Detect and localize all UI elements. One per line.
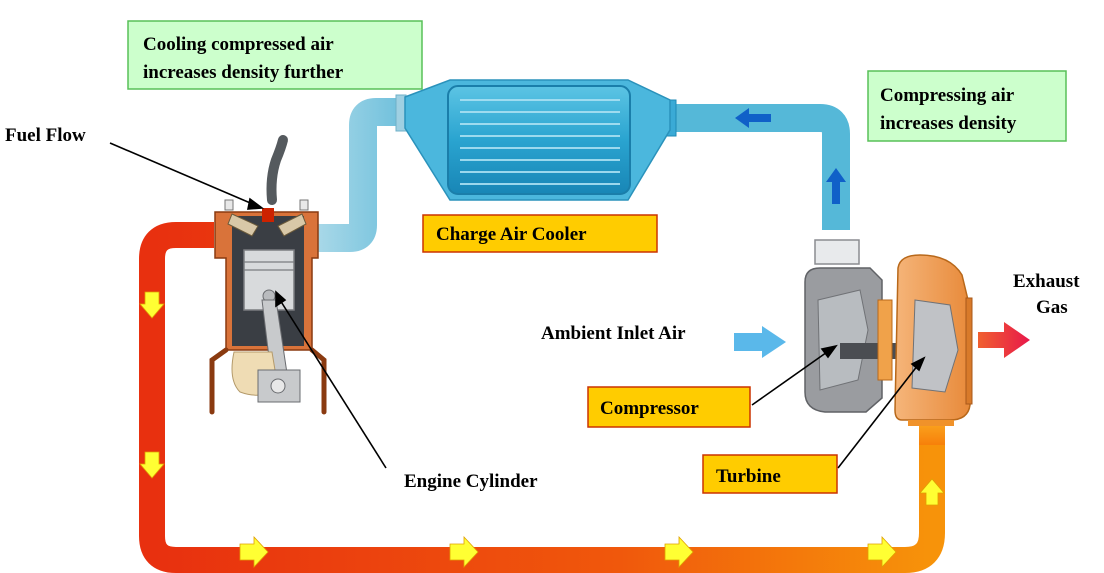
ambient-inlet-air-label: Ambient Inlet Air bbox=[541, 323, 686, 344]
label-turbine: Turbine bbox=[702, 454, 838, 494]
turbocharger-graphic bbox=[804, 239, 973, 426]
right-arrow-icon bbox=[239, 535, 269, 569]
down-arrow-icon bbox=[139, 291, 165, 319]
left-arrow-icon bbox=[735, 108, 771, 128]
turbine-text: Turbine bbox=[716, 466, 781, 487]
ambient-inlet-arrow-icon bbox=[734, 326, 786, 358]
label-charge-air-cooler: Charge Air Cooler bbox=[422, 214, 658, 253]
down-arrow-icon bbox=[139, 451, 165, 479]
exhaust-gas-label-line-1: Exhaust bbox=[1013, 271, 1080, 292]
note-compressing: Compressing air increases density bbox=[867, 70, 1067, 142]
engine-cylinder-label: Engine Cylinder bbox=[404, 471, 538, 492]
right-arrow-icon bbox=[664, 535, 694, 569]
note-compressing-line-2: increases density bbox=[880, 113, 1017, 134]
exhaust-flow-arrows bbox=[139, 291, 945, 569]
note-cooling-line-1: Cooling compressed air bbox=[143, 34, 334, 55]
note-cooling: Cooling compressed air increases density… bbox=[127, 20, 423, 90]
exhaust-gas-label-line-2: Gas bbox=[1036, 297, 1068, 318]
engine-cylinder-graphic bbox=[209, 135, 327, 415]
charge-air-pipe bbox=[318, 94, 850, 252]
intake-flow-arrows bbox=[735, 108, 846, 204]
leader-lines bbox=[109, 142, 926, 469]
note-compressing-line-1: Compressing air bbox=[880, 85, 1015, 106]
up-arrow-icon bbox=[919, 478, 945, 506]
note-cooling-line-2: increases density further bbox=[143, 62, 344, 83]
up-arrow-icon bbox=[826, 168, 846, 204]
compressor-text: Compressor bbox=[600, 398, 699, 419]
fuel-flow-label: Fuel Flow bbox=[5, 125, 86, 146]
label-compressor: Compressor bbox=[587, 386, 751, 428]
exhaust-exit-arrow-icon bbox=[978, 322, 1030, 358]
charge-air-cooler-text: Charge Air Cooler bbox=[436, 224, 587, 245]
charge-air-cooler bbox=[404, 79, 671, 201]
right-arrow-icon bbox=[867, 535, 897, 569]
right-arrow-icon bbox=[449, 535, 479, 569]
